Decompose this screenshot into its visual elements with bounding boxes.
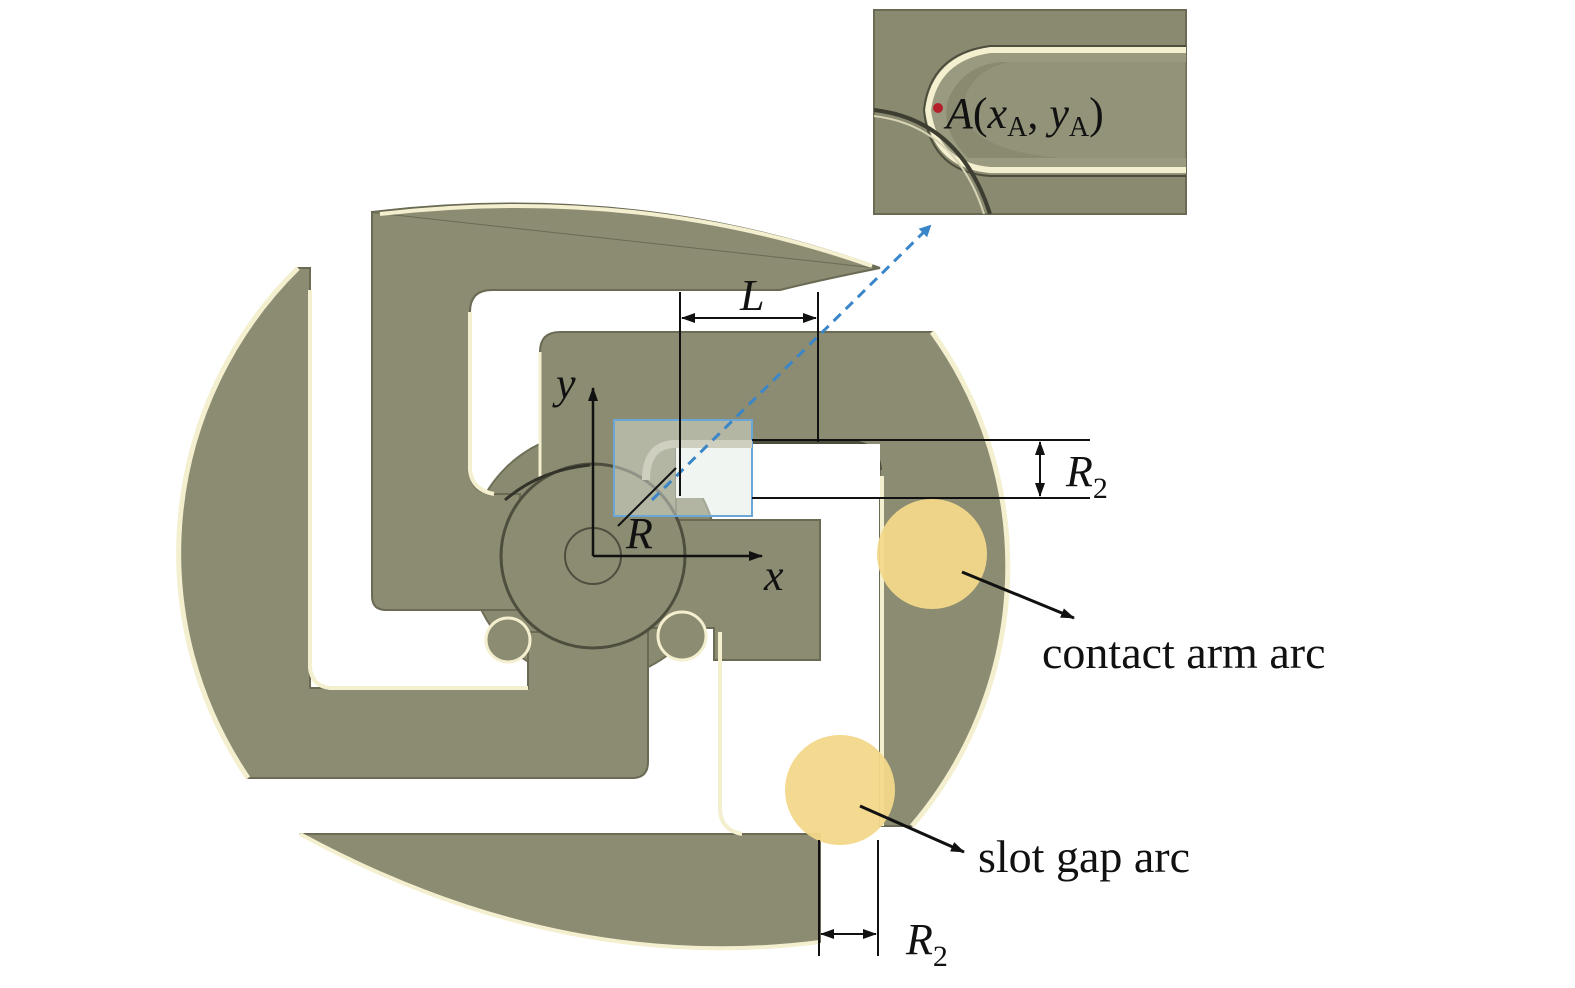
radius-R-label: R [625, 509, 653, 558]
dim-L-label: L [739, 271, 764, 320]
dimension-R2-bottom: R2 [818, 840, 948, 973]
hook-lobe-left [484, 616, 532, 664]
red-dot-icon [933, 103, 943, 113]
zoom-inset: A(xA, yA) [873, 9, 1187, 215]
point-A-label: A(xA, yA) [943, 89, 1104, 143]
contact-arm-arc-label: contact arm arc [1042, 627, 1325, 678]
zoom-region-box [613, 419, 753, 517]
slot-gap-arc-pointer [859, 804, 965, 854]
hook-lobe-right [656, 610, 708, 662]
spiral-body [176, 202, 1011, 951]
axis-x-label: x [763, 551, 784, 600]
slot-gap-arc-highlight [785, 735, 895, 845]
r2-bottom-label: R2 [905, 915, 948, 973]
axis-y-label: y [552, 359, 576, 408]
coordinate-axes [588, 387, 763, 561]
contact-arm-arc-highlight [877, 499, 987, 609]
contact-arm-arc-pointer [961, 570, 1075, 620]
dimension-R2-top: R2 [752, 439, 1108, 505]
horizontal-slot-gap [676, 444, 880, 498]
radius-line [617, 467, 677, 527]
dimension-L: L [679, 271, 819, 496]
r2-top-label: R2 [1065, 447, 1108, 505]
blue-dashed-arrow-icon [650, 224, 932, 502]
slot-gap-arc-label: slot gap arc [978, 831, 1190, 882]
